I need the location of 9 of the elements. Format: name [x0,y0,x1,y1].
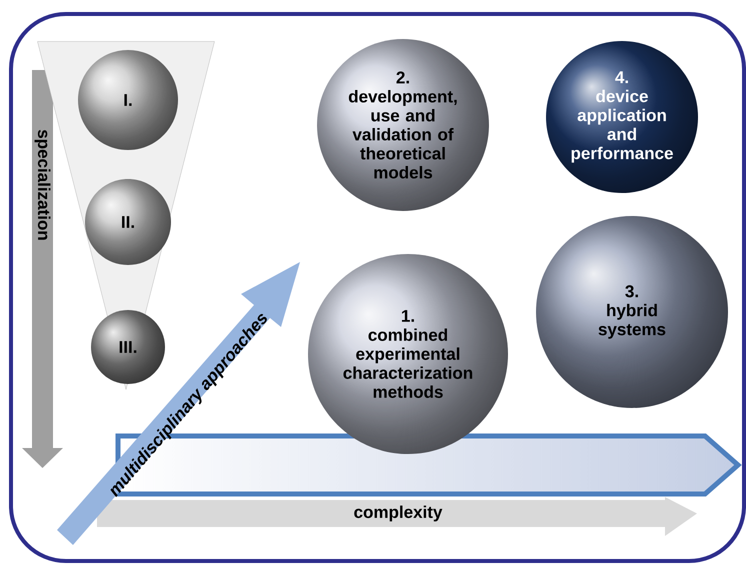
sphere: III. [120,341,136,353]
sphere: 4. device application and performance [572,71,673,163]
sphere: II. [122,216,134,228]
sphere: I. [124,94,132,106]
arrow-label: complexity [354,506,442,522]
sphere: 1. combined experimental characterization methods [343,310,472,398]
sphere: 2. development, use and validation of theoretical models [348,71,457,179]
sphere: 3. hybrid systems [598,285,666,339]
arrow-label: specialization [34,130,50,240]
